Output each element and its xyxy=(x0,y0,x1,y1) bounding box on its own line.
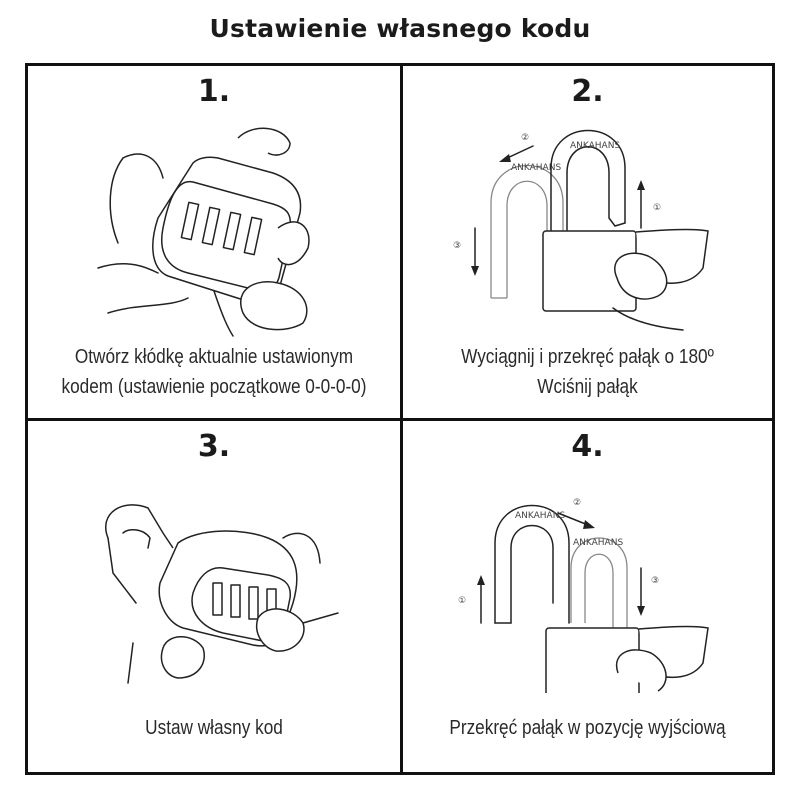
svg-text:③: ③ xyxy=(651,576,659,586)
step-number: 3. xyxy=(197,429,231,464)
step-caption: Wyciągnij i przekręć pałąk o 180º Wciśni… xyxy=(429,342,746,402)
svg-text:ANKAHANS: ANKAHANS xyxy=(515,511,565,521)
finger-setting-dials-icon xyxy=(28,473,400,693)
hand-holding-combination-padlock-dials-icon xyxy=(28,118,400,338)
step-3-panel: 3. Ustaw włas xyxy=(28,421,400,772)
grid-divider-horizontal xyxy=(28,418,772,421)
step-2-panel: 2. ANKAHANS ANKAHANS ② ③ ① xyxy=(403,66,772,418)
padlock-shackle-return-icon: ANKAHANS ANKAHANS ② ① ③ xyxy=(403,473,772,709)
svg-text:ANKAHANS: ANKAHANS xyxy=(573,538,623,548)
svg-text:①: ① xyxy=(653,203,661,213)
caption-line: Otwórz kłódkę aktualnie ustawionym xyxy=(74,346,354,368)
step-number: 4. xyxy=(571,429,604,464)
caption-line: Ustaw własny kod xyxy=(145,717,283,739)
caption-line: Wciśnij pałąk xyxy=(537,376,638,398)
padlock-shackle-rotate-icon: ANKAHANS ANKAHANS ② ③ ① xyxy=(403,118,772,338)
steps-grid: 1. Otwórz kłó xyxy=(25,63,775,775)
step-number: 2. xyxy=(571,74,604,109)
step-caption: Ustaw własny kod xyxy=(54,713,374,743)
svg-text:②: ② xyxy=(521,133,529,143)
step-caption: Przekręć pałąk w pozycję wyjściową xyxy=(429,713,746,743)
svg-text:ANKAHANS: ANKAHANS xyxy=(570,141,620,151)
step-4-panel: 4. ANKAHANS ANKAHANS ② ① ③ xyxy=(403,421,772,772)
caption-line: kodem (ustawienie początkowe 0-0-0-0) xyxy=(61,376,367,398)
caption-line: Przekręć pałąk w pozycję wyjściową xyxy=(449,717,726,739)
step-number: 1. xyxy=(197,74,231,109)
svg-text:①: ① xyxy=(458,596,466,606)
svg-text:③: ③ xyxy=(453,241,461,251)
svg-text:②: ② xyxy=(573,498,581,508)
caption-line: Wyciągnij i przekręć pałąk o 180º xyxy=(461,346,714,368)
svg-text:ANKAHANS: ANKAHANS xyxy=(511,163,561,173)
page-title: Ustawienie własnego kodu xyxy=(209,14,591,43)
step-caption: Otwórz kłódkę aktualnie ustawionym kodem… xyxy=(54,342,374,402)
step-1-panel: 1. Otwórz kłó xyxy=(28,66,400,418)
